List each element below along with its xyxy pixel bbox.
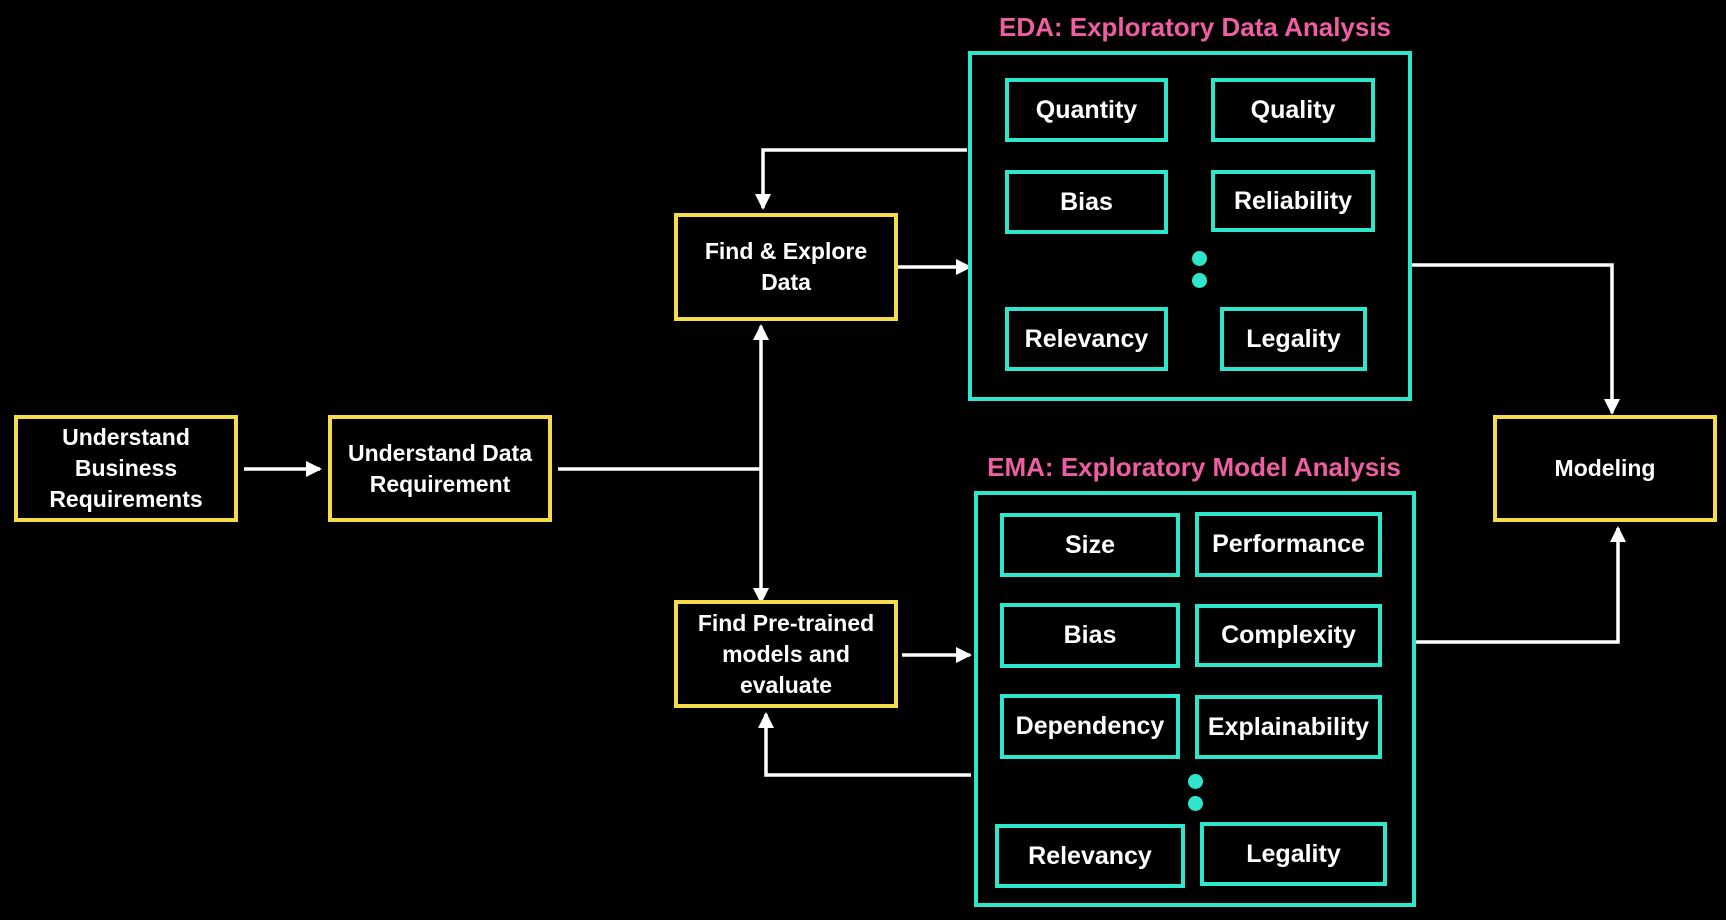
ema-item-complexity: Complexity [1195, 604, 1382, 667]
ema-item-dependency: Dependency [1000, 694, 1180, 759]
eda-ellipsis-dot [1192, 273, 1207, 288]
step-modeling: Modeling [1493, 415, 1717, 522]
eda-item-label: Quality [1250, 95, 1336, 124]
ema-item-label: Dependency [1015, 712, 1165, 740]
eda-group [968, 51, 1412, 401]
eda-item-label: Reliability [1233, 186, 1353, 215]
ema-ellipsis-dot [1188, 774, 1203, 789]
ema-item-bias: Bias [1000, 603, 1180, 668]
arrow-eda-feedback [755, 148, 967, 210]
ema-item-label: Size [1064, 530, 1116, 559]
step-find-explore-data-label: Find & Explore Data [704, 238, 868, 295]
arrow-ema-feedback [758, 712, 971, 777]
ema-item-performance: Performance [1195, 512, 1382, 577]
eda-item-quantity: Quantity [1005, 78, 1168, 142]
ema-item-size: Size [1000, 513, 1180, 577]
arrow-ema-to-modeling [1415, 526, 1626, 644]
ema-item-label: Legality [1246, 839, 1341, 868]
step-understand-business: Understand Business Requirements [14, 415, 238, 522]
eda-item-reliability: Reliability [1211, 170, 1375, 232]
step-find-explore-data: Find & Explore Data [674, 213, 898, 321]
eda-item-label: Relevancy [1024, 324, 1149, 353]
ema-group [974, 491, 1416, 907]
step-understand-data-requirement-label: Understand Data Requirement [347, 439, 533, 497]
ema-title: EMA: Exploratory Model Analysis [987, 452, 1401, 482]
ema-item-label: Explainability [1207, 712, 1370, 741]
eda-item-label: Quantity [1035, 95, 1138, 124]
eda-item-label: Legality [1246, 324, 1341, 353]
ema-item-legality: Legality [1200, 822, 1387, 886]
eda-item-label: Bias [1060, 187, 1113, 216]
eda-item-bias: Bias [1005, 170, 1168, 234]
eda-item-quality: Quality [1211, 78, 1375, 142]
step-understand-business-label: Understand Business Requirements [49, 424, 203, 512]
ema-item-relevancy: Relevancy [995, 824, 1185, 888]
ema-item-explainability: Explainability [1195, 695, 1382, 759]
eda-title: EDA: Exploratory Data Analysis [998, 12, 1392, 42]
step-modeling-label: Modeling [1554, 455, 1656, 481]
step-find-pretrained-models-label: Find Pre-trained models and evaluate [697, 609, 875, 698]
ema-item-label: Relevancy [1028, 841, 1152, 870]
step-find-pretrained-models: Find Pre-trained models and evaluate [674, 600, 898, 708]
eda-item-legality: Legality [1220, 307, 1367, 371]
ema-item-label: Complexity [1221, 621, 1356, 649]
eda-ellipsis-dot [1192, 251, 1207, 266]
ema-item-label: Performance [1212, 530, 1365, 558]
arrow-eda-to-modeling [1411, 263, 1620, 415]
step-understand-data-requirement: Understand Data Requirement [328, 415, 552, 522]
ema-ellipsis-dot [1188, 796, 1203, 811]
eda-item-relevancy: Relevancy [1005, 307, 1168, 371]
ema-item-label: Bias [1063, 621, 1117, 649]
